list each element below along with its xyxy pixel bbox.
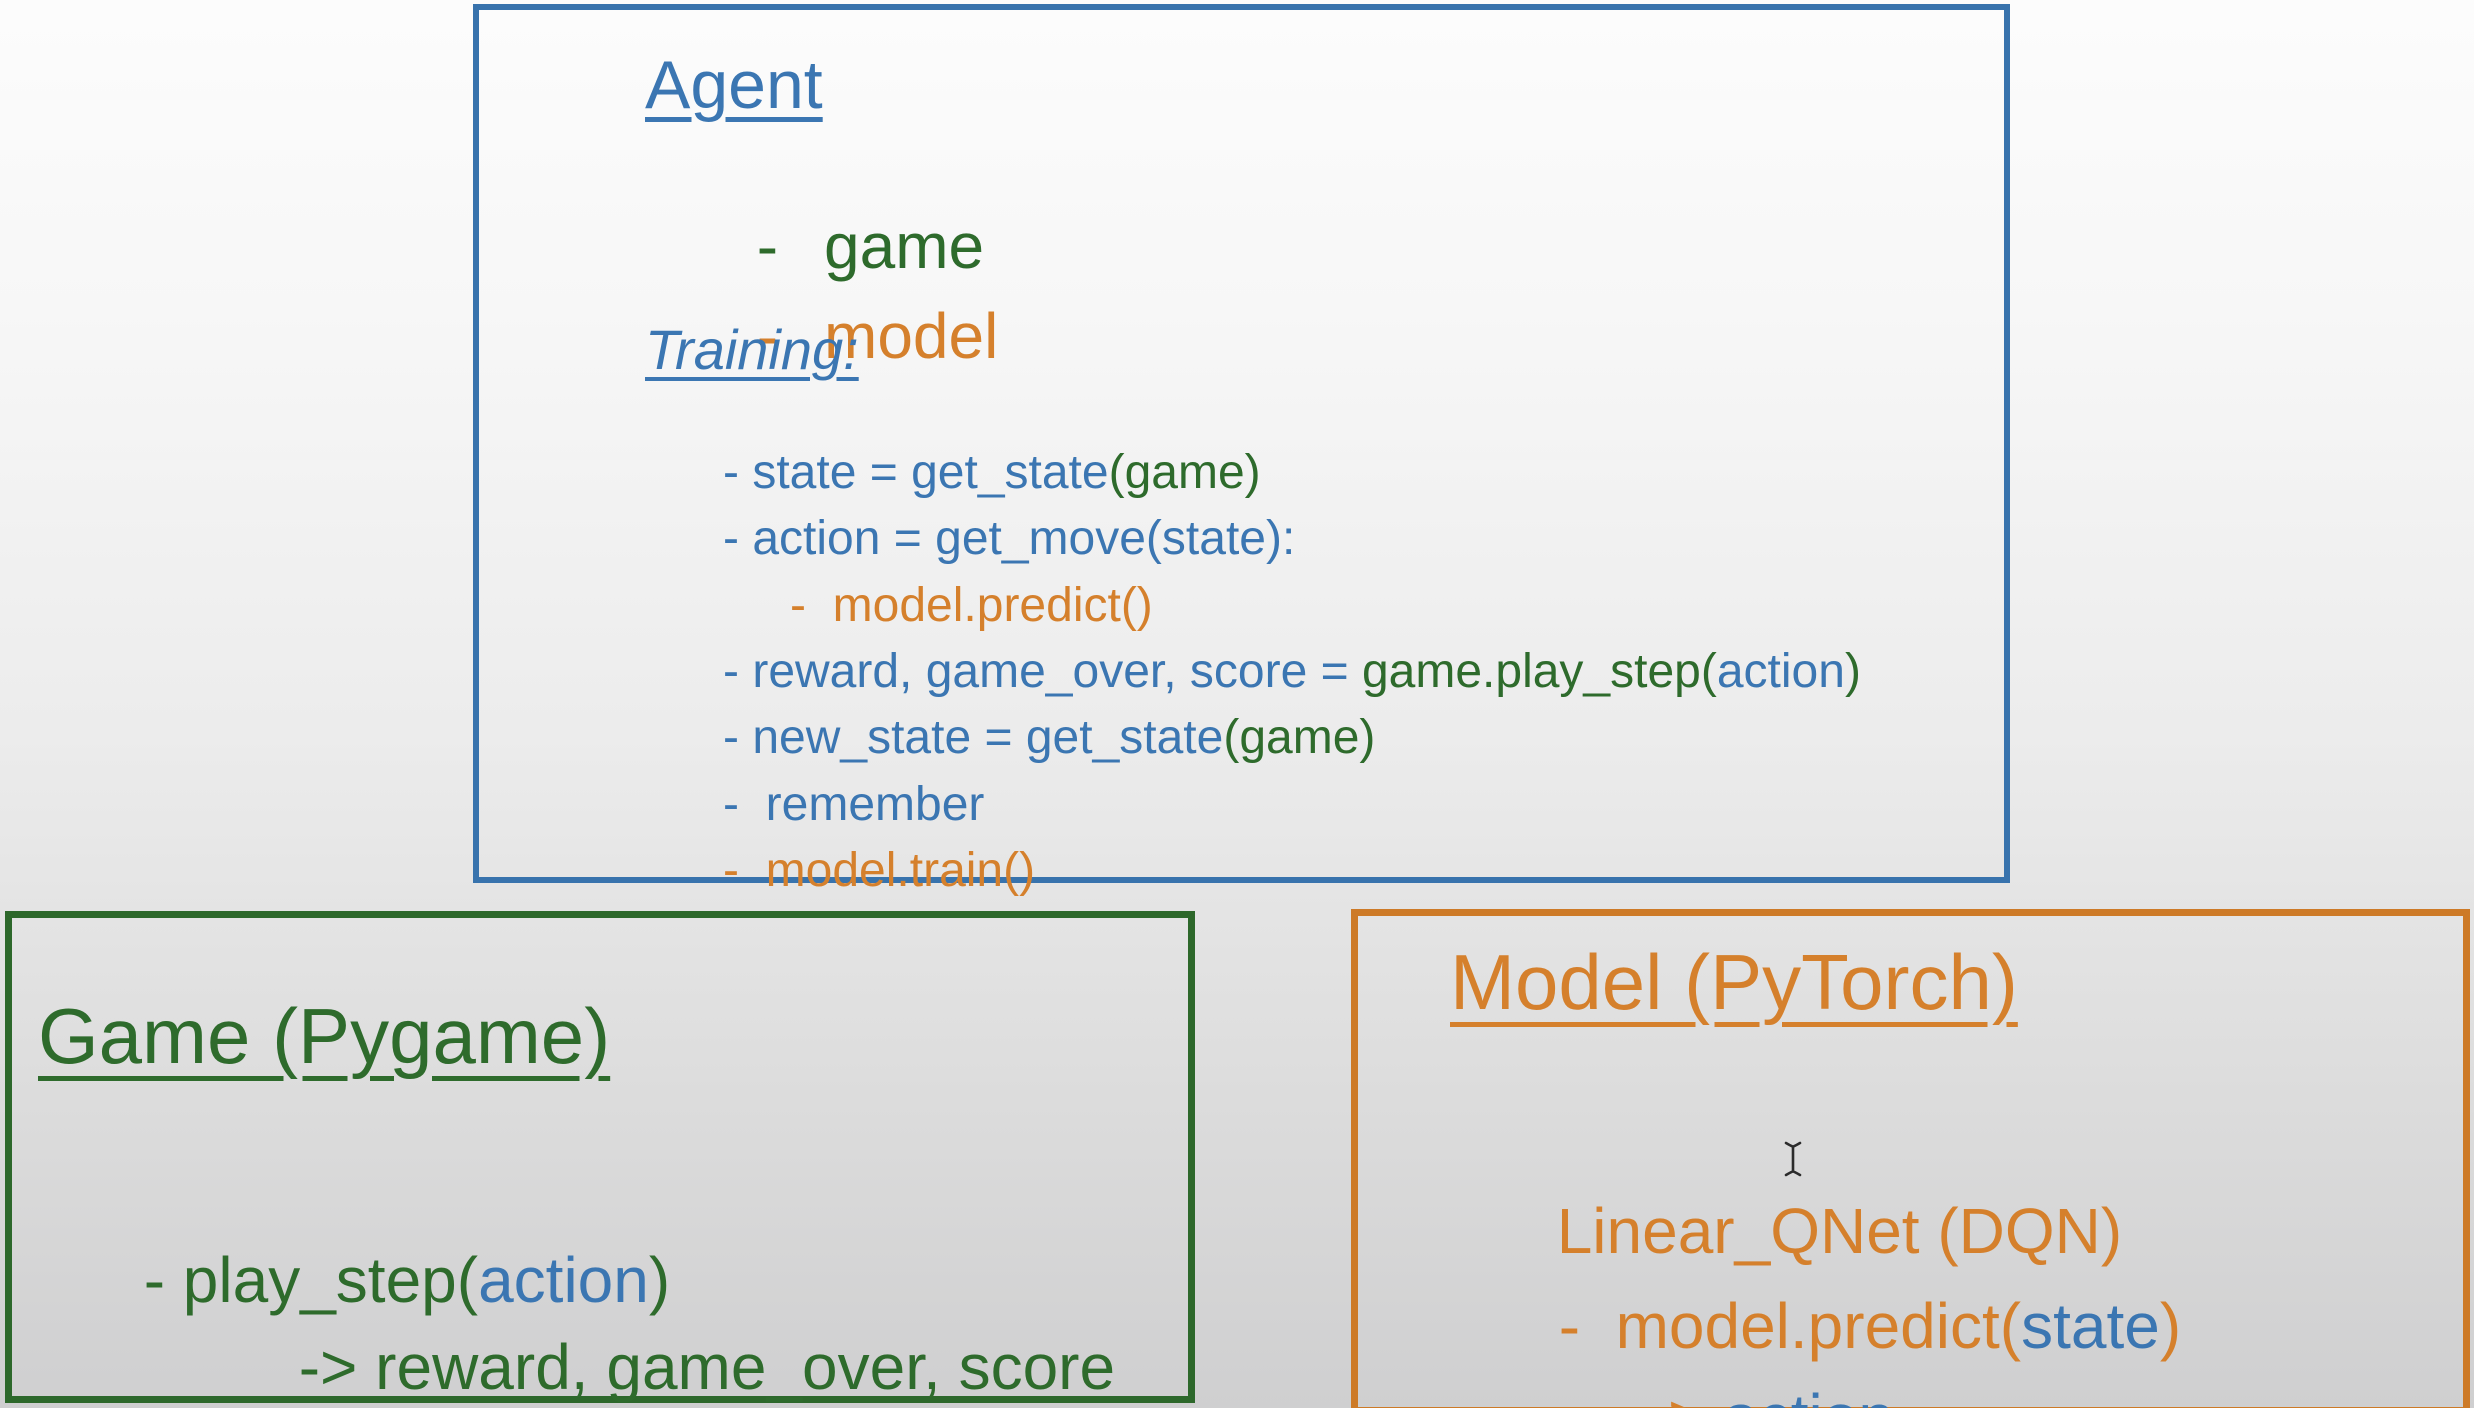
- code-segment: ->: [1647, 1381, 1723, 1408]
- i-beam-cursor-icon: [1781, 1140, 1805, 1178]
- agent-bullet-game: -game: [650, 144, 984, 348]
- model-line-linear-qnet: Linear_QNet (DQN): [1450, 1129, 2123, 1333]
- code-segment: - action = get_move(state):: [723, 512, 1296, 565]
- agent-box: Agent -game -model Training: - state = g…: [473, 4, 2010, 897]
- code-segment: game.play_step(: [1361, 645, 1717, 698]
- agent-line-remember: - remember: [643, 727, 984, 883]
- model-title: Model (PyTorch): [1450, 938, 2018, 1026]
- code-segment: -> reward, game_over, score: [298, 1331, 1116, 1403]
- code-segment: ): [1844, 645, 1861, 698]
- agent-line-new-state: - new_state = get_state(game): [643, 660, 1375, 816]
- code-segment: - model.predict(): [790, 579, 1153, 632]
- dash: -: [756, 300, 778, 372]
- code-segment: - reward, game_over, score =: [723, 645, 1362, 698]
- agent-line-model-train: - model.train(): [643, 793, 1035, 949]
- game-title: Game (Pygame): [38, 992, 611, 1080]
- dash: -: [756, 210, 778, 282]
- agent-line-get-move: - action = get_move(state):: [643, 461, 1295, 617]
- model-box: Model (PyTorch) Linear_QNet (DQN) - mode…: [1351, 909, 2470, 1408]
- model-line-predict: - model.predict(state): [1452, 1224, 2181, 1408]
- code-segment: (game): [1223, 711, 1376, 764]
- bullet-label: model: [824, 300, 999, 372]
- agent-line-get-state: - state = get_state(game): [643, 395, 1261, 551]
- agent-training-subtitle: Training:: [645, 318, 859, 381]
- code-segment: ): [2159, 1290, 2182, 1362]
- code-segment: - model.predict(: [1558, 1290, 2022, 1362]
- i-beam-path: [1784, 1141, 1802, 1177]
- code-segment: - play_step(: [143, 1244, 479, 1316]
- agent-line-model-predict: - model.predict(): [710, 528, 1153, 684]
- agent-bullet-model: -model: [650, 234, 999, 438]
- code-segment: action: [478, 1244, 649, 1316]
- game-box: Game (Pygame) - play_step(action) -> rew…: [5, 911, 1195, 1403]
- code-segment: action: [1716, 645, 1845, 698]
- bullet-label: game: [824, 210, 985, 282]
- code-segment: action: [1723, 1381, 1894, 1408]
- code-segment: - new_state = get_state: [723, 711, 1224, 764]
- code-segment: - state = get_state: [723, 446, 1109, 499]
- game-line-play-step: - play_step(action): [37, 1178, 670, 1382]
- code-segment: (game): [1108, 446, 1261, 499]
- agent-line-play-step: - reward, game_over, score = game.play_s…: [643, 594, 1861, 750]
- agent-title: Agent: [645, 47, 823, 123]
- code-segment: state: [2021, 1290, 2160, 1362]
- code-segment: - remember: [723, 778, 985, 831]
- code-segment: ): [648, 1244, 671, 1316]
- code-segment: - model.train(): [723, 844, 1036, 897]
- model-line-action: -> action: [1540, 1315, 1894, 1408]
- code-segment: Linear_QNet (DQN): [1556, 1195, 2123, 1267]
- game-line-returns: -> reward, game_over, score: [192, 1265, 1115, 1408]
